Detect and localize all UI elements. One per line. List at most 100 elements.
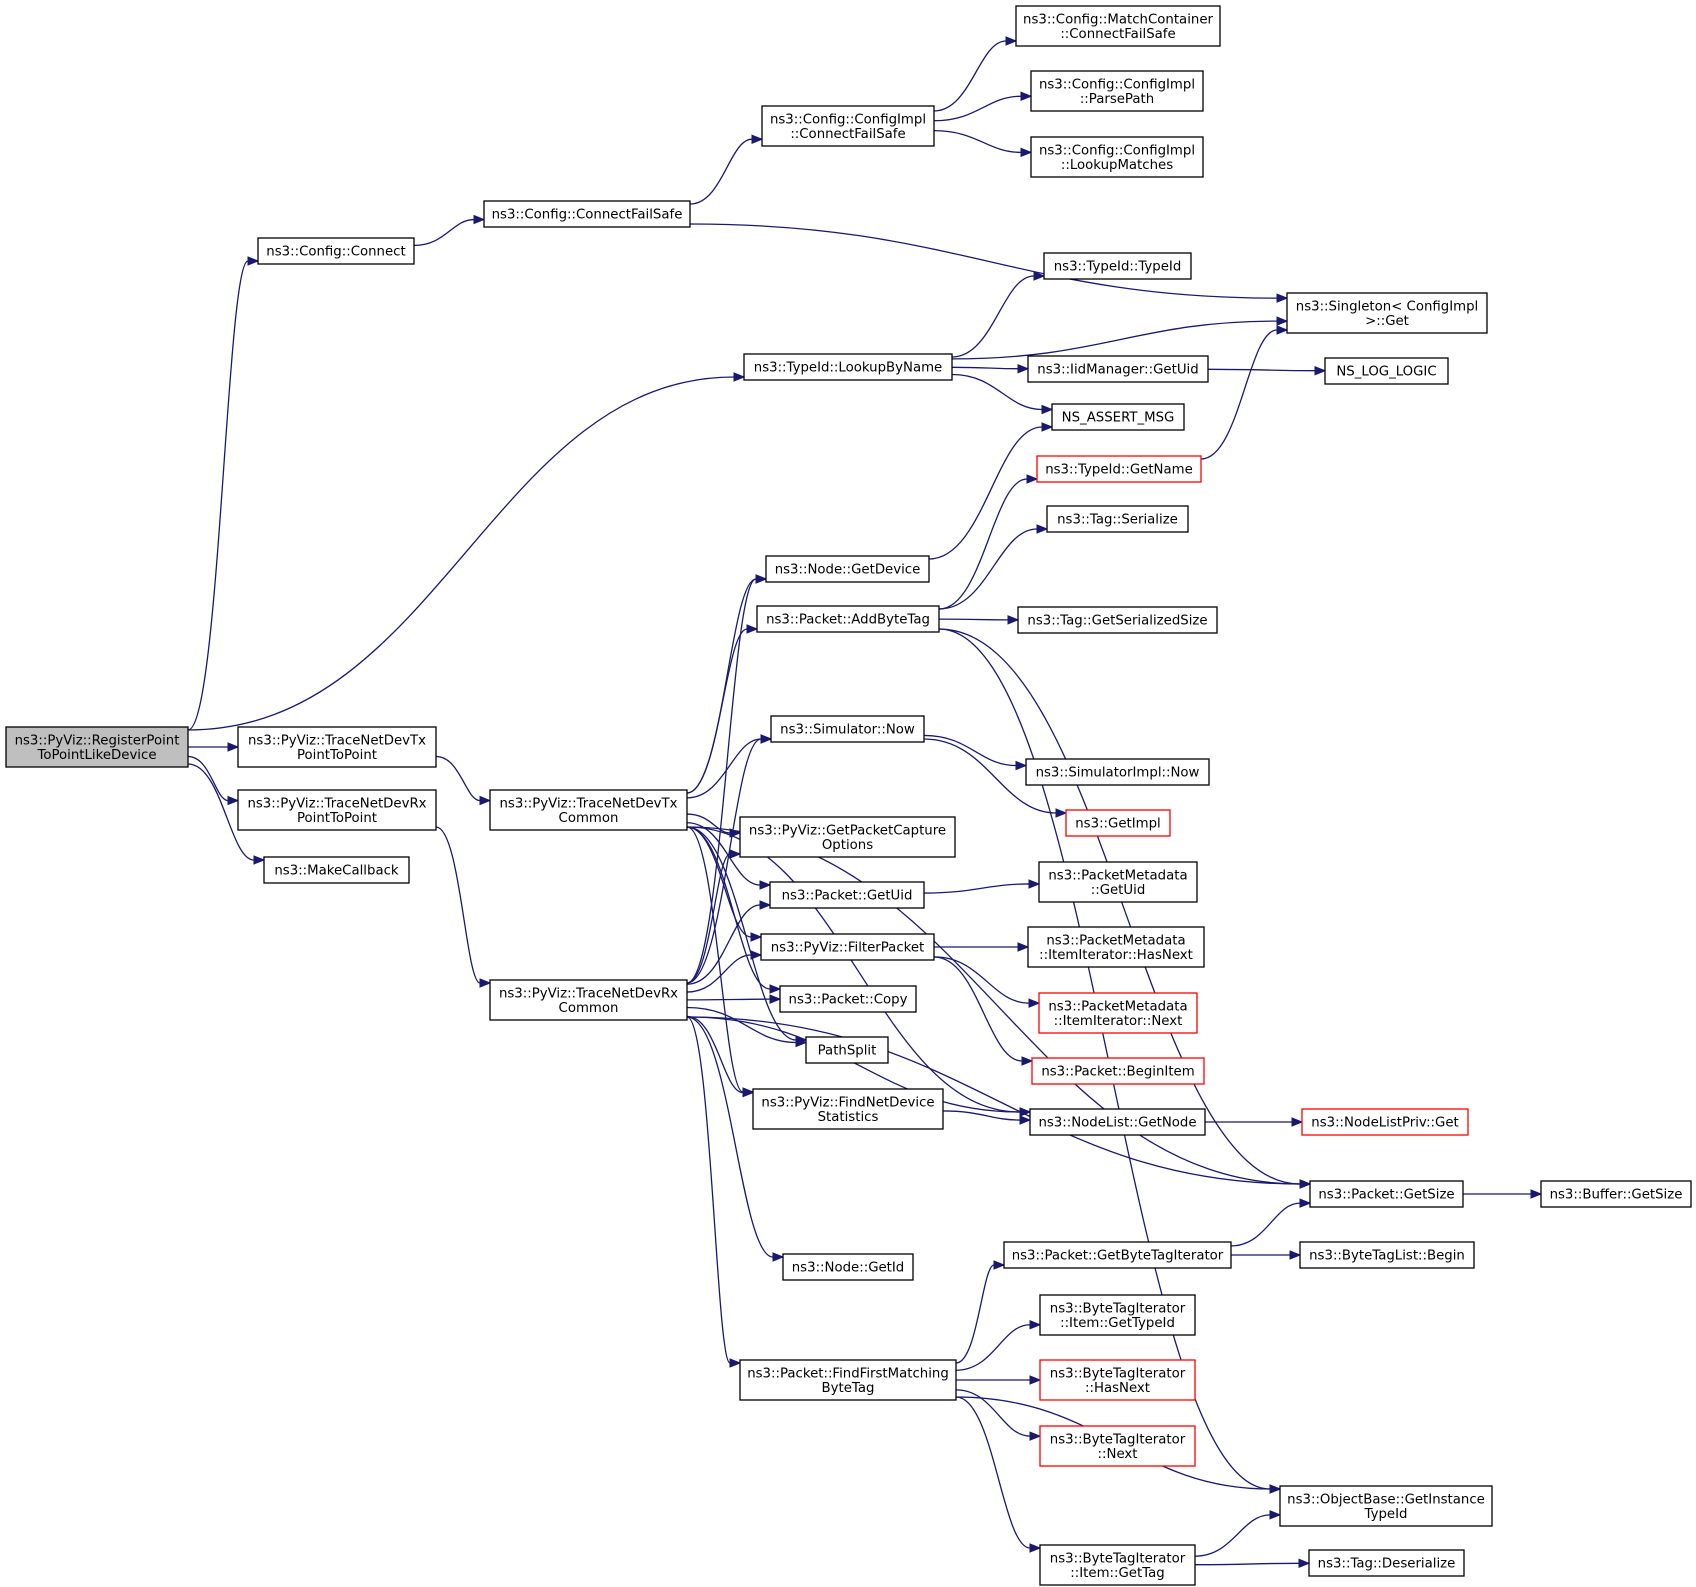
node-ns-assert-msg[interactable]: NS_ASSERT_MSG — [1051, 403, 1185, 431]
node-buffer-get-size[interactable]: ns3::Buffer::GetSize — [1540, 1180, 1692, 1208]
node-packet-get-size[interactable]: ns3::Packet::GetSize — [1309, 1180, 1464, 1208]
arrowhead-icon — [750, 932, 763, 942]
node-tag-serialize[interactable]: ns3::Tag::Serialize — [1046, 505, 1189, 533]
edge-line — [686, 1016, 1301, 1185]
node-simulator-now[interactable]: ns3::Simulator::Now — [770, 715, 925, 743]
node-get-impl[interactable]: ns3::GetImpl — [1065, 809, 1171, 837]
edge-line — [686, 738, 762, 799]
node-label: NS_ASSERT_MSG — [1062, 411, 1175, 426]
arrowhead-icon — [1276, 325, 1289, 335]
node-path-split[interactable]: PathSplit — [805, 1036, 889, 1064]
node-lookup-matches[interactable]: ns3::Config::ConfigImpl::LookupMatches — [1030, 136, 1204, 178]
edge-line — [951, 373, 1043, 411]
node-box — [1031, 1057, 1205, 1085]
edge-line — [187, 755, 229, 802]
edge-configConnect-to-configConnectFailSafe — [413, 214, 486, 247]
node-register-point: ns3::PyViz::RegisterPointToPointLikeDevi… — [5, 726, 189, 768]
node-label: ns3::PyViz::TraceNetDevTx — [248, 733, 426, 748]
node-config-impl-connect-fail-safe[interactable]: ns3::Config::ConfigImpl::ConnectFailSafe — [761, 105, 935, 147]
node-box — [1039, 1544, 1196, 1586]
node-filter-packet[interactable]: ns3::PyViz::FilterPacket — [760, 933, 935, 961]
edge-packetGetUid-to-pmGetUid — [923, 879, 1041, 894]
arrowhead-icon — [759, 900, 772, 910]
node-label: Common — [559, 1001, 619, 1016]
edge-line — [686, 1006, 797, 1044]
node-box — [483, 200, 691, 228]
arrowhead-icon — [729, 849, 742, 859]
node-sim-impl-now[interactable]: ns3::SimulatorImpl::Now — [1025, 758, 1210, 786]
edge-line — [955, 1396, 1031, 1549]
edge-filterPacket-to-pmHasNext — [934, 942, 1030, 952]
node-label: ns3::Config::ConfigImpl — [770, 112, 926, 127]
node-node-list-priv-get[interactable]: ns3::NodeListPriv::Get — [1301, 1108, 1469, 1136]
node-node-list-get-node[interactable]: ns3::NodeList::GetNode — [1029, 1108, 1206, 1136]
node-box — [1030, 136, 1204, 178]
edge-line — [951, 275, 1035, 358]
node-bti-has-next[interactable]: ns3::ByteTagIterator::HasNext — [1039, 1359, 1196, 1401]
node-singleton-get[interactable]: ns3::Singleton< ConfigImpl >::Get — [1286, 292, 1488, 334]
node-type-id-get-name[interactable]: ns3::TypeId::GetName — [1036, 455, 1202, 483]
edge-lookupByName-to-nsAssertMsg — [951, 373, 1054, 415]
edge-line — [686, 853, 731, 984]
node-tag-deserialize[interactable]: ns3::Tag::Deserialize — [1308, 1549, 1465, 1577]
arrowhead-icon — [1017, 942, 1030, 952]
edge-line — [686, 904, 761, 985]
node-parse-path[interactable]: ns3::Config::ConfigImpl::ParsePath — [1030, 70, 1204, 112]
edge-line — [686, 813, 731, 834]
node-box — [765, 555, 930, 583]
node-match-container[interactable]: ns3::Config::MatchContainer::ConnectFail… — [1015, 5, 1221, 47]
node-type-id-type-id[interactable]: ns3::TypeId::TypeId — [1043, 252, 1192, 280]
node-pm-has-next[interactable]: ns3::PacketMetadata::ItemIterator::HasNe… — [1027, 926, 1205, 968]
node-lookup-by-name[interactable]: ns3::TypeId::LookupByName — [743, 353, 953, 381]
node-label: ns3::ByteTagList::Begin — [1309, 1249, 1465, 1264]
node-make-callback[interactable]: ns3::MakeCallback — [263, 856, 410, 884]
node-bti-item-get-type-id[interactable]: ns3::ByteTagIterator::Item::GetTypeId — [1039, 1294, 1196, 1336]
arrowhead-icon — [751, 134, 764, 144]
node-begin-item[interactable]: ns3::Packet::BeginItem — [1031, 1057, 1205, 1085]
node-tag-get-serialized-size[interactable]: ns3::Tag::GetSerializedSize — [1017, 606, 1218, 634]
node-label: ns3::ByteTagIterator — [1050, 1301, 1186, 1316]
node-node-get-device[interactable]: ns3::Node::GetDevice — [765, 555, 930, 583]
edge-traceRxCommon-to-packetGetUid — [686, 900, 772, 985]
node-pm-get-uid[interactable]: ns3::PacketMetadata::GetUid — [1038, 861, 1198, 903]
edge-configConnectFailSafe-to-configImplConnectFailSafe — [689, 134, 764, 205]
node-packet-copy[interactable]: ns3::Packet::Copy — [779, 985, 917, 1013]
node-config-connect[interactable]: ns3::Config::Connect — [257, 237, 415, 265]
node-add-byte-tag[interactable]: ns3::Packet::AddByteTag — [756, 605, 940, 633]
edge-line — [435, 826, 481, 984]
node-label: ns3::TypeId::GetName — [1045, 463, 1193, 478]
node-label: ns3::ByteTagIterator — [1050, 1432, 1186, 1447]
edge-findFirstMatching-to-getByteTagIterator — [955, 1260, 1006, 1364]
node-label: ns3::Simulator::Now — [780, 723, 915, 738]
edge-line — [923, 738, 1057, 814]
node-label: ns3::Config::ConfigImpl — [1039, 77, 1195, 92]
node-pm-next[interactable]: ns3::PacketMetadata::ItemIterator::Next — [1038, 992, 1198, 1034]
node-byte-tag-list-begin[interactable]: ns3::ByteTagList::Begin — [1299, 1241, 1475, 1269]
edge-registerPoint-to-configConnect — [187, 256, 260, 731]
edge-line — [413, 218, 475, 247]
arrowhead-icon — [1015, 760, 1028, 771]
node-config-connect-fail-safe[interactable]: ns3::Config::ConnectFailSafe — [483, 200, 691, 228]
node-box — [779, 985, 917, 1013]
node-get-byte-tag-iterator[interactable]: ns3::Packet::GetByteTagIterator — [1003, 1241, 1232, 1269]
node-iid-get-uid[interactable]: ns3::IidManager::GetUid — [1027, 355, 1209, 383]
node-box — [489, 979, 688, 1021]
node-packet-get-uid[interactable]: ns3::Packet::GetUid — [769, 881, 925, 909]
node-node-get-id[interactable]: ns3::Node::GetId — [782, 1253, 914, 1281]
arrowhead-icon — [1269, 1484, 1282, 1494]
node-bti-next[interactable]: ns3::ByteTagIterator::Next — [1039, 1425, 1196, 1467]
node-label: TypeId — [1364, 1507, 1408, 1522]
node-label: ::Next — [1098, 1447, 1138, 1462]
node-ns-log-logic[interactable]: NS_LOG_LOGIC — [1324, 357, 1449, 385]
node-box — [761, 105, 935, 147]
node-bti-item-get-tag[interactable]: ns3::ByteTagIterator::Item::GetTag — [1039, 1544, 1196, 1586]
